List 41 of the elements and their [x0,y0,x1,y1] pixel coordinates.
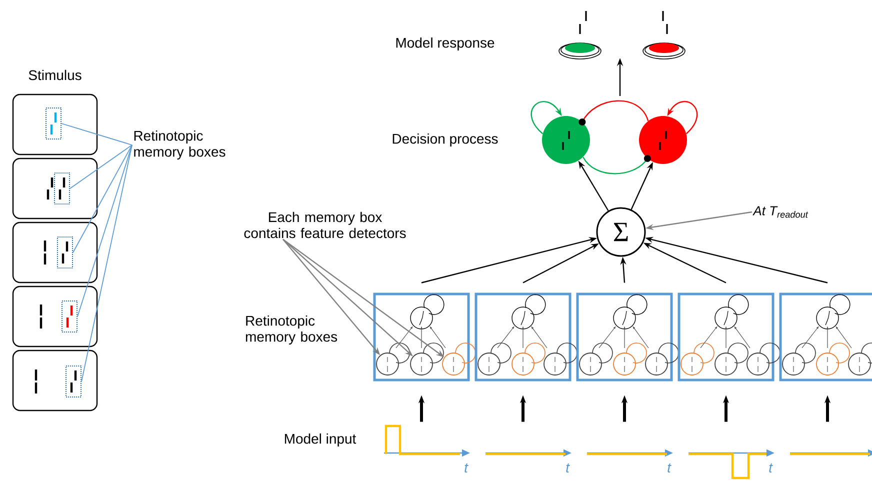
memory-box-outline [54,172,70,204]
row-label: Model input [284,433,356,446]
panel-heading: Stimulus [28,70,82,80]
callout-text: At T$_{readout}$ [752,206,808,218]
feature-detector [442,352,465,376]
leader-line [81,144,132,382]
row-label: Retinotopic memory boxes [246,315,338,345]
leader-line [70,144,132,189]
memory-box-outline [66,366,82,398]
stimulus-panel [12,94,98,156]
memory-box [576,292,679,382]
arrow [582,155,651,174]
memory-box [779,292,872,382]
memory-box [678,292,780,382]
decision-unit [542,116,590,164]
axis-label: t [769,463,773,473]
axis-label: t [668,463,672,473]
stimulus-panel [12,350,98,412]
feature-detector [376,352,399,376]
leader-line [77,144,132,317]
stimulus-panel [12,158,98,220]
stimulus-panel [12,286,98,348]
callout-text: Retinotopic memory boxes [134,130,226,160]
decision-unit [639,116,687,164]
row-label: Decision process [392,133,498,147]
memory-box-outline [62,300,78,332]
memory-box-outline [46,108,62,140]
arrow [578,100,649,126]
axis-label: t [464,463,468,473]
arrow [530,101,562,134]
memory-box [373,292,476,382]
memory-box-outline [57,236,73,268]
leader-line [61,123,132,146]
stimulus-panel [12,222,98,284]
callout-text: Each memory box contains feature detectors [244,212,406,238]
arrow [667,101,698,134]
axis-label: t [566,463,570,473]
leader-line [72,144,132,253]
row-label: Model response [396,37,494,51]
memory-box [474,292,578,382]
feature-detector [410,352,433,376]
